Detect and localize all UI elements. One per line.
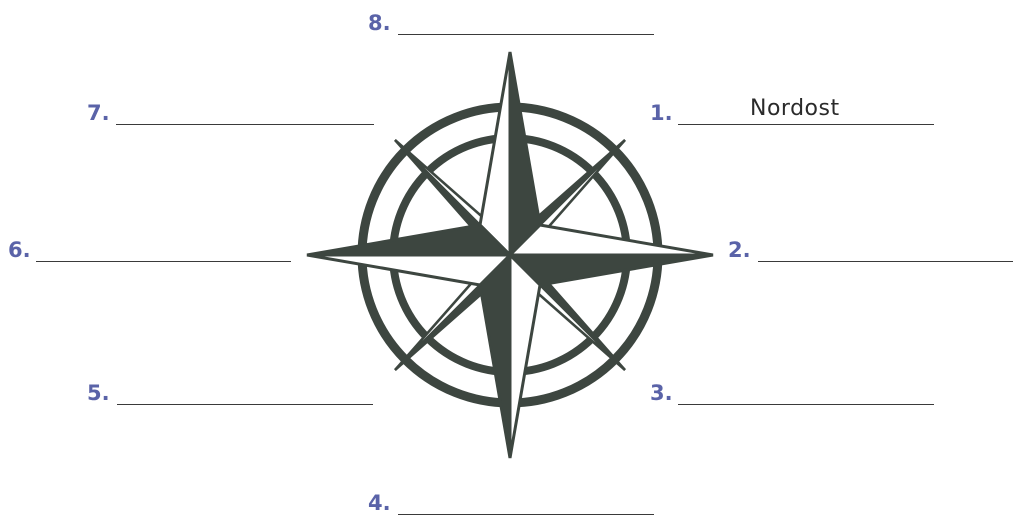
cardinal-point-north-light [480, 52, 510, 255]
blank-number: 3. [650, 378, 673, 408]
blank-number: 1. [650, 98, 673, 128]
blank-number: 5. [87, 378, 110, 408]
blank-number: 6. [8, 235, 31, 265]
blank-5: 5. [87, 378, 377, 408]
answer-text: Nordost [750, 96, 840, 121]
blank-1: 1. Nordost [650, 98, 940, 128]
blank-number: 4. [368, 488, 391, 518]
answer-line[interactable] [678, 124, 934, 125]
blank-6: 6. [8, 235, 298, 265]
blank-4: 4. [368, 488, 658, 518]
blank-number: 8. [368, 8, 391, 38]
answer-line[interactable] [398, 34, 654, 35]
answer-line[interactable] [117, 404, 373, 405]
blank-number: 7. [87, 98, 110, 128]
cardinal-point-east-dark [510, 255, 713, 285]
cardinal-point-south-dark [480, 255, 510, 458]
answer-line[interactable] [678, 404, 934, 405]
cardinal-point-east-light [510, 225, 713, 255]
cardinal-point-west-light [307, 255, 510, 285]
blank-3: 3. [650, 378, 940, 408]
answer-line[interactable] [398, 514, 654, 515]
answer-line[interactable] [116, 124, 374, 125]
answer-line[interactable] [758, 261, 1013, 262]
cardinal-point-west-dark [307, 225, 510, 255]
blank-number: 2. [728, 235, 751, 265]
blank-2: 2. [728, 235, 1015, 265]
blank-8: 8. [368, 8, 658, 38]
answer-line[interactable] [36, 261, 291, 262]
cardinal-point-north-dark [510, 52, 540, 255]
cardinal-point-south-light [510, 255, 540, 458]
blank-7: 7. [87, 98, 377, 128]
